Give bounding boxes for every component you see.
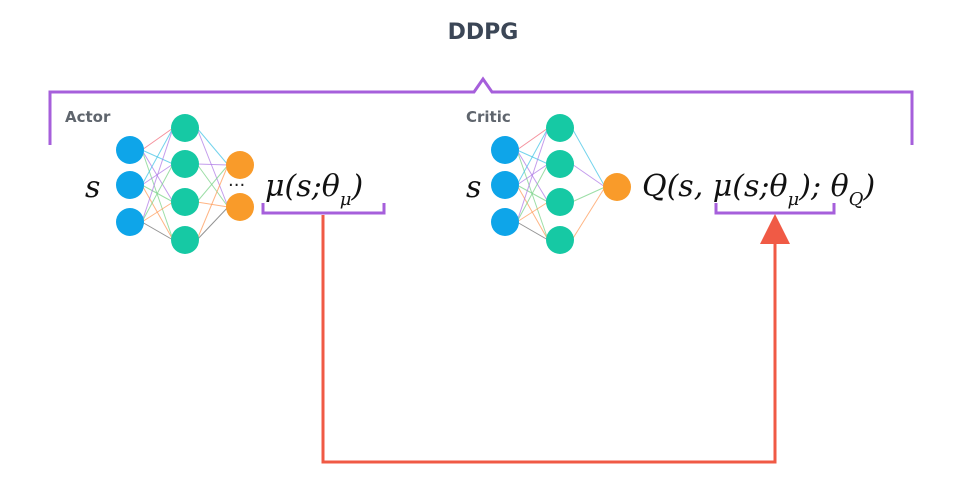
actor-edge (196, 201, 229, 208)
actor-edge (196, 164, 229, 203)
critic-edge (516, 127, 549, 186)
critic-edge (516, 201, 549, 223)
critic-network-diagram (491, 114, 631, 254)
actor-hidden-node (171, 226, 199, 254)
actor-output-subscript: μ (340, 189, 352, 210)
critic-edge (571, 163, 606, 188)
critic-input-node (491, 136, 519, 164)
critic-hidden-node (546, 226, 574, 254)
actor-label: Actor (65, 108, 111, 126)
actor-input-symbol: s (85, 170, 100, 205)
critic-input-symbol: s (466, 170, 481, 205)
critic-input-bracket (714, 203, 836, 215)
actor-edge (141, 127, 174, 151)
critic-edge (571, 186, 606, 241)
critic-label: Critic (466, 108, 511, 126)
actor-output-close: ) (350, 169, 363, 204)
critic-input-node (491, 208, 519, 236)
actor-ellipsis: ··· (228, 175, 245, 196)
actor-to-critic-arrow (321, 214, 790, 464)
actor-network-diagram (116, 114, 254, 254)
critic-output-subscript-1: μ (788, 189, 800, 210)
actor-hidden-node (171, 150, 199, 178)
critic-hidden-node (546, 114, 574, 142)
actor-output-node (226, 151, 254, 179)
actor-edge (196, 163, 229, 166)
actor-edge (141, 127, 174, 223)
critic-output-subscript-2: Q (849, 189, 864, 210)
actor-edge (141, 149, 174, 241)
critic-edge (516, 163, 549, 223)
critic-edge (516, 127, 549, 151)
actor-edge (196, 127, 229, 208)
critic-hidden-node (546, 188, 574, 216)
critic-edge (516, 127, 549, 223)
actor-output-bracket (261, 203, 386, 215)
critic-hidden-node (546, 150, 574, 178)
critic-output-close: ) (862, 169, 875, 204)
critic-edge (571, 186, 606, 203)
actor-edge (141, 127, 174, 186)
actor-edge (141, 201, 174, 223)
actor-hidden-node (171, 114, 199, 142)
actor-edge (196, 163, 229, 208)
actor-edge (196, 164, 229, 241)
critic-output-middle: ); θ (798, 169, 848, 204)
actor-edge (196, 127, 229, 166)
critic-output-node (603, 173, 631, 201)
actor-input-node (116, 208, 144, 236)
actor-edge (141, 163, 174, 223)
actor-input-node (116, 171, 144, 199)
top-grouping-bracket (48, 76, 914, 145)
critic-edge (516, 149, 549, 241)
actor-output-node (226, 193, 254, 221)
critic-input-node (491, 171, 519, 199)
actor-edge (141, 221, 174, 241)
actor-hidden-node (171, 188, 199, 216)
critic-edge (571, 127, 606, 188)
critic-output-prefix: Q(s, μ(s;θ (642, 169, 788, 204)
actor-output-formula: μ(s;θμ) (265, 169, 363, 210)
actor-edge (196, 206, 229, 241)
actor-output-main: μ(s;θ (265, 169, 340, 204)
actor-input-node (116, 136, 144, 164)
diagram-title: DDPG (448, 20, 519, 45)
critic-edge (516, 221, 549, 241)
critic-output-formula: Q(s, μ(s;θμ); θQ) (642, 169, 875, 210)
